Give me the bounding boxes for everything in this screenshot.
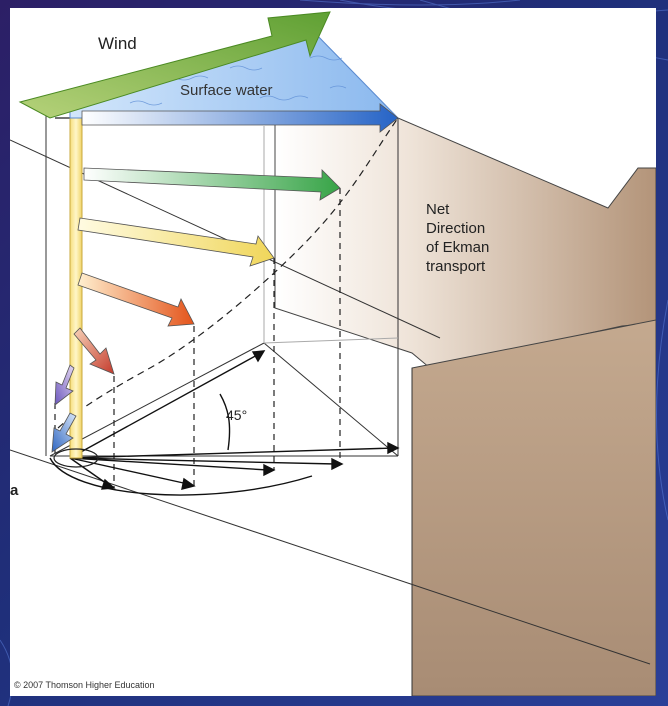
current-arrow-surface: [81, 103, 399, 133]
wind-label: Wind: [98, 34, 137, 53]
current-arrow-depth-6: [54, 364, 75, 406]
current-arrow-depth-7: [51, 412, 77, 453]
net-direction-label-line-3: of Ekman: [426, 239, 490, 256]
current-arrow-depth-4: [77, 272, 195, 327]
copyright-notice: © 2007 Thomson Higher Education: [14, 680, 155, 690]
grid-lines-light: [263, 126, 399, 344]
depth-current-arrows: [51, 103, 399, 453]
current-arrow-depth-5: [73, 327, 115, 375]
wind-arrow: [18, 11, 331, 119]
current-arrow-depth-2: [83, 167, 341, 201]
ekman-diagram: [10, 11, 656, 696]
net-transport-arrow-bottom: [411, 319, 656, 696]
net-direction-label-line-4: transport: [426, 258, 486, 275]
water-column-pole: [69, 95, 83, 459]
surface-water-label: Surface water: [180, 82, 273, 99]
net-direction-label-line-1: Net: [426, 201, 450, 218]
panel-label: a: [10, 482, 19, 499]
net-direction-label-line-2: Direction: [426, 220, 486, 237]
water-column-base: [53, 448, 99, 468]
angle-label: 45°: [226, 407, 248, 423]
ekman-spiral-figure: Wind Surface water Net Direction of Ekma…: [10, 8, 656, 696]
current-arrow-depth-3: [77, 217, 275, 267]
projection-vectors: [49, 350, 400, 496]
